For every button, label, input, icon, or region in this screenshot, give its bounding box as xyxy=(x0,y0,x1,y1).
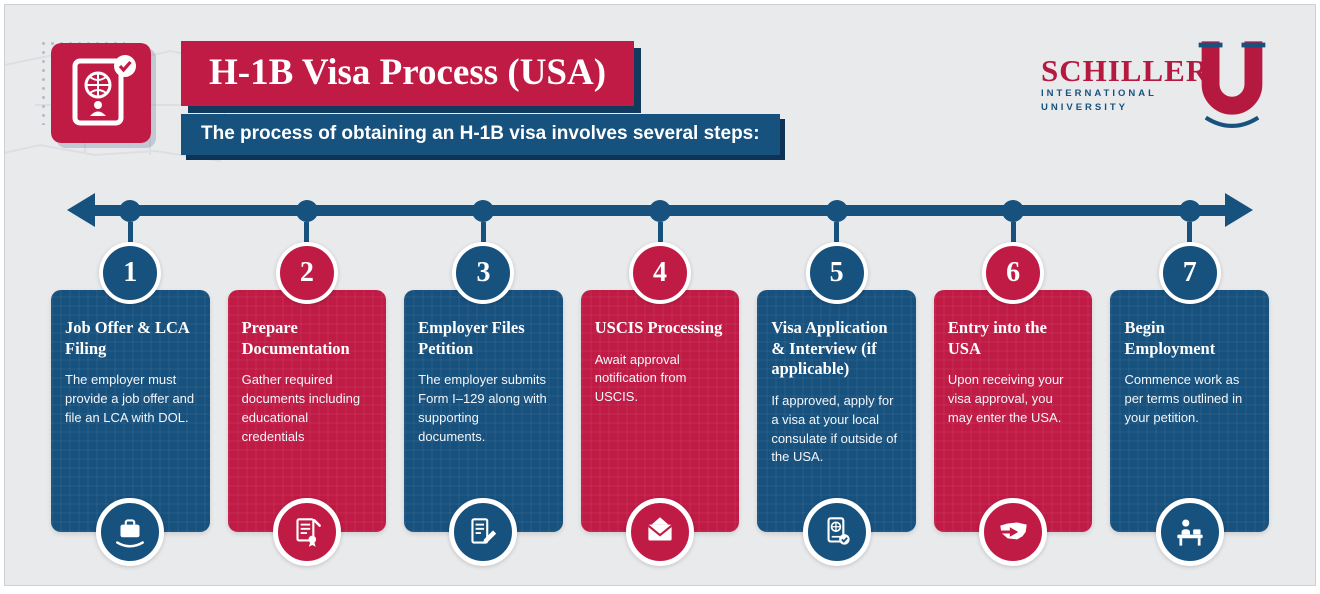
steps-row: 1 Job Offer & LCA Filing The employer mu… xyxy=(5,191,1315,566)
step-card: Begin Employment Commence work as per te… xyxy=(1110,290,1269,532)
page-title: H-1B Visa Process (USA) xyxy=(181,41,635,106)
step-description: The employer submits Form I–129 along wi… xyxy=(418,372,547,444)
timeline-stem xyxy=(657,222,663,242)
step-title: Entry into the USA xyxy=(947,318,1047,358)
infographic: H-1B Visa Process (USA) The process of o… xyxy=(4,4,1316,586)
step-number-badge: 5 xyxy=(805,242,868,304)
timeline-dot xyxy=(472,200,495,222)
person-at-desk-icon xyxy=(1155,498,1224,566)
step-card: Entry into the USA Upon receiving your v… xyxy=(934,290,1093,532)
form-pencil-icon xyxy=(449,498,518,566)
step-card: Visa Application & Interview (if applica… xyxy=(757,290,916,532)
step-description: Upon receiving your visa approval, you m… xyxy=(947,372,1064,425)
passport-globe-check-icon xyxy=(51,43,151,143)
timeline-stem xyxy=(127,222,133,242)
step-2: 2 Prepare Documentation Gather required … xyxy=(228,191,387,566)
logo-name: SCHILLER xyxy=(1041,53,1210,88)
envelope-icon xyxy=(626,498,695,566)
step-number-badge: 3 xyxy=(452,242,515,304)
schiller-logo: SCHILLER INTERNATIONAL UNIVERSITY xyxy=(1041,41,1271,143)
step-5: 5 Visa Application & Interview (if appli… xyxy=(757,191,916,566)
step-description: Commence work as per terms outlined in y… xyxy=(1124,372,1243,425)
page-subtitle: The process of obtaining an H-1B visa in… xyxy=(181,114,780,155)
documents-seal-icon xyxy=(272,498,341,566)
step-card: USCIS Processing Await approval notifica… xyxy=(581,290,740,532)
timeline-stem xyxy=(1187,222,1193,242)
timeline-dot xyxy=(825,200,848,222)
timeline-dot xyxy=(1178,200,1201,222)
step-number-badge: 6 xyxy=(982,242,1045,304)
step-title: USCIS Processing xyxy=(594,318,723,337)
header: H-1B Visa Process (USA) The process of o… xyxy=(5,5,1315,175)
step-title: Job Offer & LCA Filing xyxy=(65,318,189,358)
step-number-badge: 1 xyxy=(99,242,162,304)
briefcase-hand-icon xyxy=(96,498,165,566)
passport-check-icon xyxy=(802,498,871,566)
usa-map-arrow-icon xyxy=(979,498,1048,566)
step-card: Employer Files Petition The employer sub… xyxy=(404,290,563,532)
step-title: Begin Employment xyxy=(1124,318,1216,358)
step-description: If approved, apply for a visa at your lo… xyxy=(771,392,898,465)
logo-line-international: INTERNATIONAL xyxy=(1041,88,1157,99)
timeline-stem xyxy=(834,222,840,242)
timeline-stem xyxy=(480,222,486,242)
timeline-stem xyxy=(1010,222,1016,242)
step-card: Job Offer & LCA Filing The employer must… xyxy=(51,290,210,532)
step-card: Prepare Documentation Gather required do… xyxy=(228,290,387,532)
timeline-dot xyxy=(119,200,142,222)
step-title: Prepare Documentation xyxy=(241,318,350,358)
step-6: 6 Entry into the USA Upon receiving your… xyxy=(934,191,1093,566)
step-3: 3 Employer Files Petition The employer s… xyxy=(404,191,563,566)
step-description: Await approval notification from USCIS. xyxy=(594,351,687,405)
step-number-badge: 4 xyxy=(629,242,692,304)
step-description: Gather required documents including educ… xyxy=(241,372,361,444)
step-description: The employer must provide a job offer an… xyxy=(65,372,195,425)
schiller-u-emblem-icon xyxy=(1198,41,1266,128)
logo-line-university: UNIVERSITY xyxy=(1041,101,1129,113)
step-7: 7 Begin Employment Commence work as per … xyxy=(1110,191,1269,566)
step-number-badge: 2 xyxy=(275,242,338,304)
timeline-dot xyxy=(649,200,672,222)
step-4: 4 USCIS Processing Await approval notifi… xyxy=(581,191,740,566)
timeline-stem xyxy=(304,222,310,242)
timeline-dot xyxy=(1002,200,1025,222)
timeline: 1 Job Offer & LCA Filing The employer mu… xyxy=(5,191,1315,566)
step-title: Visa Application & Interview (if applica… xyxy=(771,318,888,379)
step-1: 1 Job Offer & LCA Filing The employer mu… xyxy=(51,191,210,566)
timeline-dot xyxy=(295,200,318,222)
step-title: Employer Files Petition xyxy=(418,318,525,358)
step-number-badge: 7 xyxy=(1158,242,1221,304)
